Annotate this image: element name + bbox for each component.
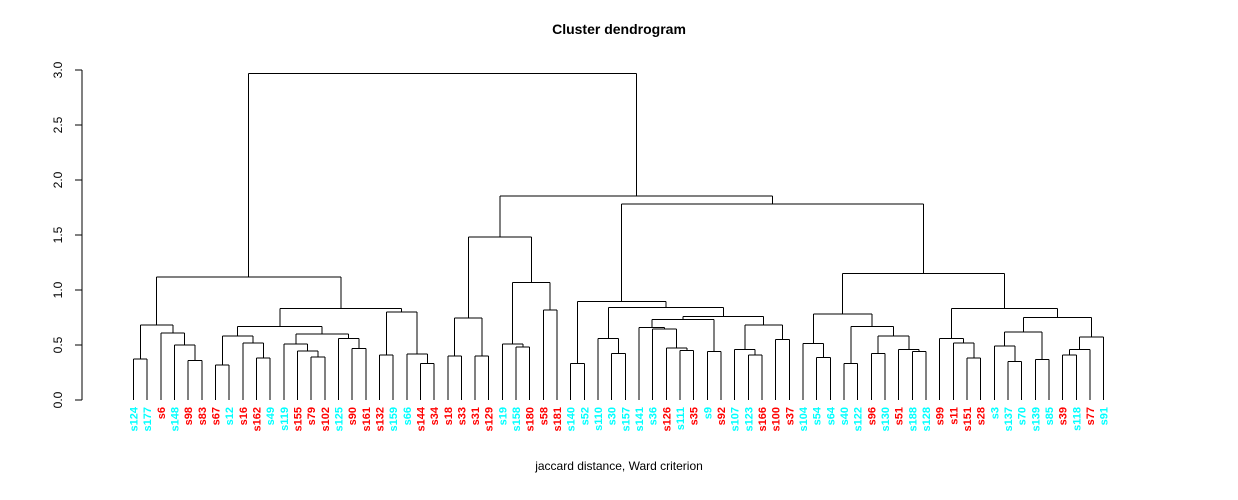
leaf-label: s129 [484, 407, 496, 431]
leaf-label: s36 [648, 407, 660, 425]
leaf-label: s39 [1058, 407, 1070, 425]
chart-title: Cluster dendrogram [552, 21, 686, 37]
leaf-label: s118 [1071, 407, 1083, 431]
leaf-label: s19 [497, 407, 509, 425]
leaf-label: s70 [1017, 407, 1029, 425]
leaf-label: s92 [716, 407, 728, 425]
leaf-label: s137 [1003, 407, 1015, 431]
leaf-label: s85 [1044, 407, 1056, 425]
leaf-label: s16 [238, 407, 250, 425]
leaf-label: s124 [129, 406, 141, 431]
y-tick-label: 0.0 [51, 391, 65, 408]
leaf-label: s66 [402, 407, 414, 425]
leaf-label: s144 [415, 406, 427, 431]
leaf-label: s33 [456, 407, 468, 425]
leaf-label: s18 [443, 407, 455, 425]
leaf-label: s130 [880, 407, 892, 431]
leaf-label: s158 [511, 407, 523, 431]
leaf-label: s177 [142, 407, 154, 431]
leaf-label: s128 [921, 407, 933, 431]
leaf-label: s140 [566, 407, 578, 431]
leaf-label: s51 [894, 407, 906, 425]
leaf-label: s28 [976, 407, 988, 425]
leaf-label: s99 [935, 407, 947, 425]
leaf-label: s102 [320, 407, 332, 431]
leaf-label: s37 [784, 407, 796, 425]
leaf-label: s30 [607, 407, 619, 425]
leaf-label: s159 [388, 407, 400, 431]
leaf-label: s110 [593, 407, 605, 431]
leaf-label: s11 [948, 407, 960, 425]
leaf-label: s83 [197, 407, 209, 425]
leaf-label: s166 [757, 407, 769, 431]
leaf-label: s49 [265, 407, 277, 425]
leaf-label: s35 [689, 407, 701, 425]
leaf-label: s40 [839, 407, 851, 425]
leaf-label: s67 [210, 407, 222, 425]
leaf-label: s9 [702, 407, 714, 419]
leaf-label: s188 [907, 407, 919, 431]
leaf-label: s180 [525, 407, 537, 431]
leaf-label: s126 [661, 407, 673, 431]
leaf-label: s181 [552, 407, 564, 431]
y-tick-label: 1.5 [51, 226, 65, 243]
leaf-label: s12 [224, 407, 236, 425]
leaf-label: s151 [962, 407, 974, 431]
y-tick-label: 2.5 [51, 116, 65, 133]
leaf-label: s90 [347, 407, 359, 425]
leaf-label: s34 [429, 406, 441, 425]
chart-caption: jaccard distance, Ward criterion [535, 459, 703, 473]
leaf-label: s123 [743, 407, 755, 431]
leaf-label: s98 [183, 407, 195, 425]
leaf-label: s155 [292, 407, 304, 431]
leaf-label: s77 [1085, 407, 1097, 425]
leaf-label: s3 [989, 407, 1001, 419]
leaf-label: s31 [470, 407, 482, 425]
leaf-label: s104 [798, 406, 810, 431]
leaf-label: s107 [730, 407, 742, 431]
leaf-label: s79 [306, 407, 318, 425]
leaf-label: s6 [156, 407, 168, 419]
leaf-label: s119 [279, 407, 291, 431]
leaf-label: s132 [374, 407, 386, 431]
leaf-label: s58 [538, 407, 550, 425]
leaf-label: s64 [825, 406, 837, 425]
y-tick-label: 3.0 [51, 61, 65, 78]
leaf-label: s96 [866, 407, 878, 425]
leaf-label: s141 [634, 407, 646, 431]
leaf-label: s52 [579, 407, 591, 425]
leaf-label: s157 [620, 407, 632, 431]
y-tick-label: 1.0 [51, 281, 65, 298]
y-tick-label: 0.5 [51, 336, 65, 353]
leaf-label: s54 [812, 406, 824, 425]
leaf-label: s162 [251, 407, 263, 431]
leaf-label: s91 [1099, 407, 1111, 425]
leaf-label: s100 [771, 407, 783, 431]
leaf-label: s148 [169, 407, 181, 431]
leaf-label: s139 [1030, 407, 1042, 431]
leaf-label: s111 [675, 407, 687, 430]
y-tick-label: 2.0 [51, 171, 65, 188]
leaf-label: s161 [361, 407, 373, 431]
leaf-label: s125 [333, 407, 345, 431]
leaf-label: s122 [853, 407, 865, 431]
